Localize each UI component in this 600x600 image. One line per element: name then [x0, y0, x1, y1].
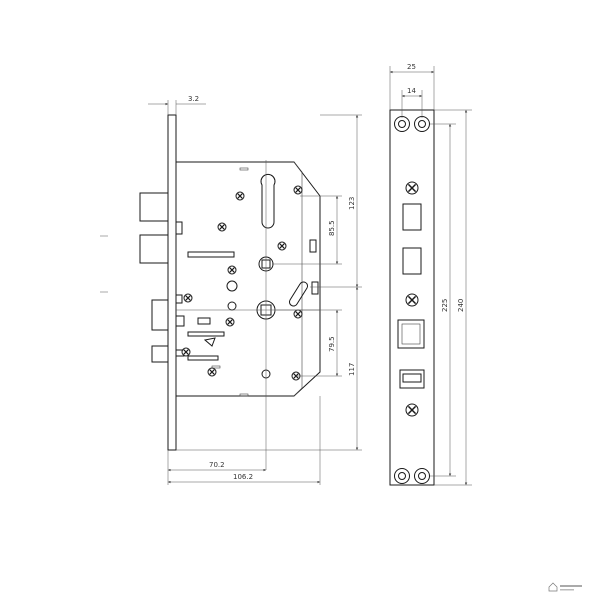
- house-logo-icon: [548, 582, 582, 592]
- phillips-screw-icon: [277, 241, 287, 251]
- phillips-screw-icon: [207, 367, 217, 377]
- dim-plate-length: 240: [457, 299, 465, 312]
- trigger-opening: [399, 369, 425, 389]
- stop-pin: [309, 239, 317, 253]
- extension-lines: [100, 100, 362, 485]
- phillips-screw-icon: [235, 191, 245, 201]
- lever-2: [187, 331, 225, 337]
- lock-body-side-view: [139, 114, 321, 451]
- cam-slot: [289, 281, 308, 307]
- dim-hole-spacing: 14: [407, 87, 416, 95]
- phillips-screw-icon: [405, 403, 419, 417]
- mounting-hole-icon: [414, 468, 430, 484]
- mounting-hole-icon: [414, 116, 430, 132]
- latch-bolt: [139, 192, 169, 222]
- phillips-screw-icon: [183, 293, 193, 303]
- faceplate-edge: [167, 114, 177, 451]
- front-dimensions: 25 14 225 240: [390, 63, 468, 485]
- phillips-screw-icon: [293, 309, 303, 319]
- dim-plate-width: 25: [407, 63, 416, 71]
- lever-1: [187, 251, 235, 258]
- phillips-screw-icon: [227, 265, 237, 275]
- dim-backset: 70.2: [209, 461, 225, 469]
- phillips-screw-icon: [293, 185, 303, 195]
- lock-case-outline: [175, 161, 321, 397]
- dim-faceplate-thickness: 3.2: [188, 95, 199, 103]
- dim-hole-distance: 225: [441, 299, 449, 312]
- dim-top-to-hub: 123: [348, 197, 356, 210]
- deadbolt-opening: [402, 203, 422, 231]
- mounting-hole-icon: [394, 116, 410, 132]
- phillips-screw-icon: [217, 222, 227, 232]
- lever-3: [187, 355, 219, 361]
- main-latch-opening: [397, 319, 425, 349]
- dim-hub-to-cylinder: 79.5: [328, 336, 336, 352]
- side-dimensions: 3.2 123 85.5 79.5 117 70.2 106.2: [148, 95, 359, 484]
- faceplate-front-view: [389, 109, 435, 486]
- keyhole-slot: [260, 173, 276, 229]
- phillips-screw-icon: [181, 347, 191, 357]
- latch-opening: [402, 247, 422, 275]
- phillips-screw-icon: [225, 317, 235, 327]
- trigger-bolt: [151, 345, 169, 363]
- mounting-hole-icon: [394, 468, 410, 484]
- dim-case-depth: 106.2: [233, 473, 253, 481]
- dim-cylinder-to-bottom: 117: [348, 363, 356, 376]
- dim-hub-to-hub: 85.5: [328, 220, 336, 236]
- auxiliary-latch: [151, 299, 169, 331]
- front-extension-lines: [389, 66, 472, 486]
- phillips-screw-icon: [405, 293, 419, 307]
- phillips-screw-icon: [405, 181, 419, 195]
- dead-bolt: [139, 234, 169, 264]
